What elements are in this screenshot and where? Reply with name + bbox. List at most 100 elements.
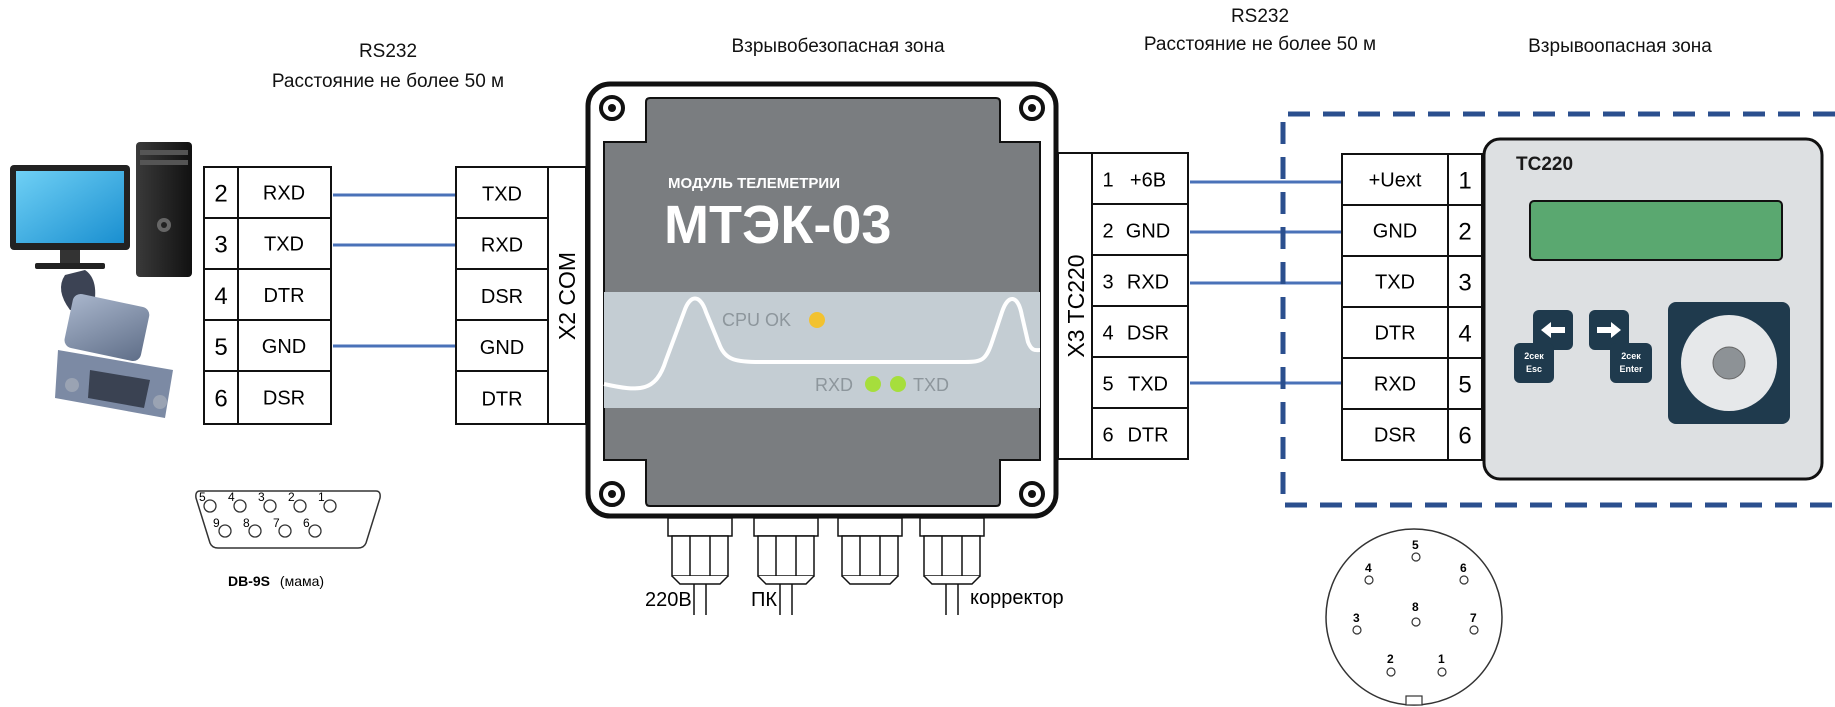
- svg-text:2сек: 2сек: [1621, 351, 1641, 361]
- pc-pin-number: 5: [214, 334, 227, 361]
- right-distance-label: Расстояние не более 50 м: [1143, 34, 1377, 55]
- tc220-pin-signal: RXD: [1374, 374, 1416, 396]
- x3-pin-number: 5: [1102, 374, 1113, 396]
- x3-pin-number: 2: [1102, 221, 1113, 243]
- pc-pin-signal: TXD: [264, 234, 304, 256]
- tc220-pin-signal: DTR: [1374, 323, 1415, 345]
- tc220-right-arrow-icon: [1589, 310, 1629, 350]
- x2-label: X2 COM: [554, 252, 580, 340]
- svg-text:2сек: 2сек: [1524, 351, 1544, 361]
- tc220-pin-number: 1: [1458, 168, 1471, 195]
- cable-glands: [667, 517, 985, 615]
- txd-led-label: TXD: [913, 375, 949, 395]
- gland-corrector: [919, 517, 985, 615]
- tc220-pin-signal: GND: [1373, 221, 1417, 243]
- round-pin-2: 2: [1387, 652, 1394, 666]
- db9-pin-8: 8: [243, 516, 250, 530]
- safe-zone-label: Взрывобезопасная зона: [731, 36, 945, 57]
- round-connector-icon: 5 4 6 8 3 7 2 1: [1325, 528, 1503, 706]
- tc220-pin-signal: TXD: [1375, 272, 1415, 294]
- x2-pin-signal: DTR: [481, 388, 522, 410]
- x3-pin-number: 3: [1102, 272, 1113, 294]
- pc-pin-number: 6: [214, 385, 227, 412]
- tc220-left-arrow-icon: [1533, 310, 1573, 350]
- tc220-pin-number: 3: [1458, 270, 1471, 297]
- svg-text:Enter: Enter: [1619, 364, 1643, 374]
- pc-pin-number: 2: [214, 181, 227, 208]
- pc-pin-signal: GND: [262, 336, 306, 358]
- left-rs232-label: RS232: [358, 41, 418, 62]
- x3-pin-signal: +6В: [1130, 170, 1166, 192]
- pc-pin-number: 3: [214, 232, 227, 259]
- tc220-knob-icon: [1668, 302, 1790, 424]
- pc-pin-number: 4: [214, 283, 227, 310]
- gland-220v: [667, 517, 733, 615]
- db9-pin-9: 9: [213, 516, 220, 530]
- db9-pin-5: 5: [199, 490, 206, 504]
- db9-pin-6: 6: [303, 516, 310, 530]
- pc-pin-signal: DSR: [263, 387, 305, 409]
- gland-220v-label: 220В: [645, 589, 692, 611]
- tc220-pin-number: 2: [1458, 219, 1471, 246]
- right-wires: [1190, 180, 1342, 385]
- round-pin-8: 8: [1412, 600, 1419, 614]
- hazard-zone-label: Взрывоопасная зона: [1528, 36, 1712, 57]
- rxd-led-label: RXD: [815, 375, 853, 395]
- hazard-zone-border: [1280, 111, 1835, 508]
- pc-pin-signal: DTR: [263, 285, 304, 307]
- tc220-title: TC220: [1516, 154, 1573, 175]
- svg-text:Esc: Esc: [1526, 364, 1542, 374]
- gland-pc-label: ПК: [751, 589, 777, 611]
- round-pin-7: 7: [1470, 611, 1477, 625]
- computer-icon: [10, 142, 192, 277]
- left-distance-label: Расстояние не более 50 м: [271, 71, 505, 92]
- round-pin-4: 4: [1365, 561, 1372, 575]
- gland-unused: [837, 517, 903, 585]
- x3-pin-signal: DTR: [1127, 425, 1168, 447]
- x2-pin-signal: RXD: [481, 235, 523, 257]
- round-pin-5: 5: [1412, 538, 1419, 552]
- module-mtek03: МОДУЛЬ ТЕЛЕМЕТРИИ МТЭК-03 CPU OK RXD TXD: [585, 81, 1059, 519]
- x3-pin-signal: DSR: [1127, 323, 1169, 345]
- round-pin-6: 6: [1460, 561, 1467, 575]
- gland-corrector-label: корректор: [970, 587, 1064, 609]
- tc220-pin-number: 4: [1458, 321, 1471, 348]
- tc220-esc-button: 2сек Esc: [1514, 343, 1554, 383]
- pc-pin-signal: RXD: [263, 183, 305, 205]
- db9-pin-1: 1: [318, 490, 325, 504]
- x2-pin-signal: TXD: [482, 184, 522, 206]
- round-pin-3: 3: [1353, 611, 1360, 625]
- round-pin-1: 1: [1438, 652, 1445, 666]
- tc220-pin-signal: DSR: [1374, 425, 1416, 447]
- x3-pin-signal: TXD: [1128, 374, 1168, 396]
- tc220-pin-number: 6: [1458, 423, 1471, 450]
- db9-pin-3: 3: [258, 490, 265, 504]
- tc220-pin-number: 5: [1458, 372, 1471, 399]
- pc-connector-table: 2 RXD 3 TXD 4 DTR 5 GND 6 DSR: [203, 166, 332, 425]
- x3-pin-signal: RXD: [1127, 272, 1169, 294]
- x3-pin-number: 6: [1102, 425, 1113, 447]
- cpu-ok-led: [809, 312, 825, 328]
- db9-pin-2: 2: [288, 490, 295, 504]
- module-subtitle: МОДУЛЬ ТЕЛЕМЕТРИИ: [668, 175, 840, 192]
- x3-pin-number: 1: [1102, 170, 1113, 192]
- x3-pin-signal: GND: [1126, 221, 1170, 243]
- module-title: МТЭК-03: [664, 195, 891, 255]
- tc220-enter-button: 2сек Enter: [1610, 343, 1652, 383]
- x3-pin-number: 4: [1102, 323, 1113, 345]
- cpu-ok-label: CPU OK: [722, 310, 791, 330]
- db9-pinout-icon: 5 4 3 2 1 9 8 7 6: [195, 490, 381, 549]
- db9-pin-7: 7: [273, 516, 280, 530]
- x3-connector-table: 1 +6В 2 GND 3 RXD 4 DSR 5 TXD 6 DTR X3 TC220: [1057, 152, 1189, 460]
- db9-plug-icon: [55, 270, 173, 418]
- tc220-pin-signal: +Uext: [1369, 170, 1422, 192]
- x3-label: X3 TC220: [1063, 254, 1089, 357]
- db9-label: DB-9S (мама): [228, 573, 324, 589]
- txd-led: [890, 376, 906, 392]
- db9-pin-4: 4: [228, 490, 235, 504]
- tc220-device: TC220 2сек Esc 2сек Enter: [1482, 137, 1824, 481]
- gland-pc: [753, 517, 819, 615]
